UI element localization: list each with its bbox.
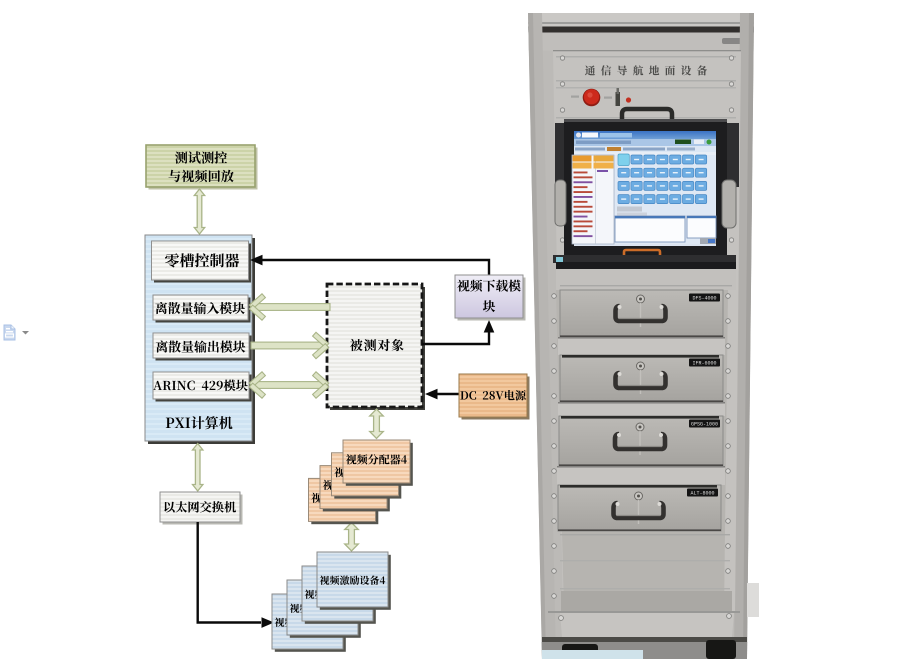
svg-text:DFS-4000: DFS-4000 xyxy=(692,296,716,302)
svg-text:ALT-8000: ALT-8000 xyxy=(690,491,714,497)
svg-text:IFR-6000: IFR-6000 xyxy=(692,361,716,367)
svg-text:GPSG-1000: GPSG-1000 xyxy=(691,422,718,428)
